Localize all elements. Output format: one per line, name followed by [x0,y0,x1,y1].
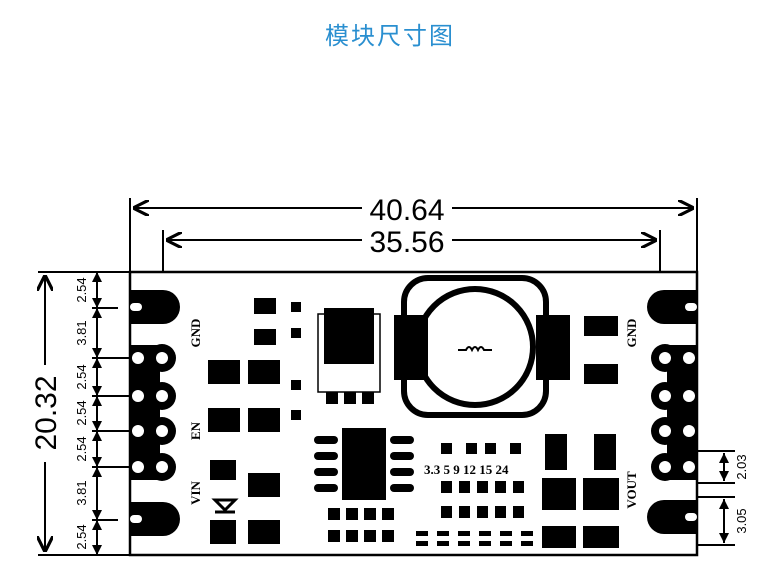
pitch-label: 3.81 [74,320,89,345]
pin-span-label: 35.56 [369,226,444,259]
pitch-label: 2.54 [74,277,89,302]
pin-label-en: EN [188,421,203,440]
inductor-icon [458,346,492,353]
dimension-left-pitch [92,272,130,555]
pad-gnd-right [647,290,697,324]
pin-label-vin: VIN [188,480,203,504]
pin-label-gnd-right: GND [624,319,639,348]
left-pitch-labels: 2.54 3.81 2.54 2.54 2.54 3.81 2.54 [74,277,89,549]
right-pin-pads [647,290,697,534]
capacitor-top [254,298,276,314]
pitch-label-2-03: 2.03 [734,454,749,479]
pitch-label: 2.54 [74,436,89,461]
dimension-right-pitch [697,450,735,546]
dimension-pin-span: 35.56 [166,226,657,259]
pitch-label: 2.54 [74,400,89,425]
pin-label-gnd-left: GND [188,319,203,348]
components [208,275,619,548]
pad-gnd-left [130,290,180,324]
pad-vin-large [130,502,180,536]
diode-icon [211,498,239,514]
extension-lines [38,198,698,556]
pitch-label: 2.54 [74,364,89,389]
pitch-label: 3.81 [74,480,89,505]
voltage-options-label: 3.3 5 9 12 15 24 [424,462,509,477]
pin-label-vout: VOUT [624,471,639,509]
page-title: 模块尺寸图 [325,22,455,50]
overall-height-label: 20.32 [30,375,63,450]
overall-width-label: 40.64 [369,194,444,227]
pitch-label: 2.54 [74,524,89,549]
dimension-overall-height: 20.32 [30,275,63,552]
pitch-label-3-05: 3.05 [734,508,749,533]
dimension-overall-width: 40.64 [133,194,694,227]
pad-vout-large [647,500,697,534]
